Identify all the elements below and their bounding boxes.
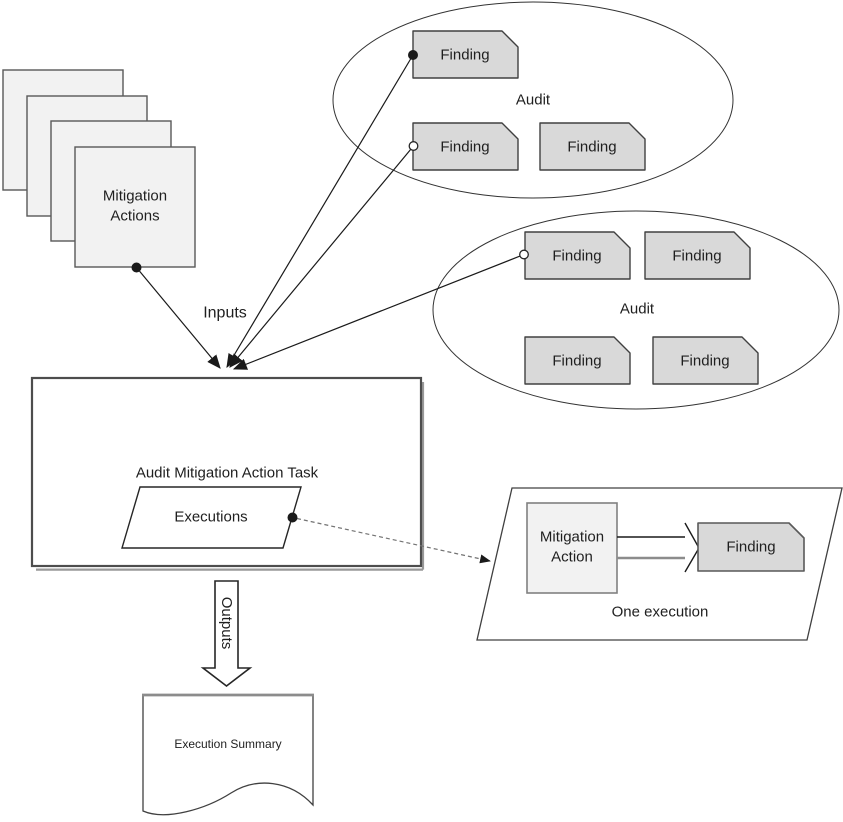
finding-shape-2 — [412, 122, 519, 171]
executions-parallelogram — [121, 486, 302, 549]
connector-executions-to-one-execution — [296, 517, 491, 564]
finding-shape-6 — [524, 336, 631, 385]
connector-stack-to-task — [136, 267, 221, 369]
outputs-arrow — [200, 580, 253, 688]
mitigation-actions-stack — [2, 69, 196, 268]
finding-shape-7 — [652, 336, 759, 385]
finding-shape-8 — [697, 522, 805, 572]
mitigation-action-box — [526, 502, 618, 594]
audit-bottom-ellipse — [432, 210, 840, 410]
finding-shape-3 — [539, 122, 646, 171]
connector-dot-finding1 — [408, 50, 418, 60]
connector-circle-finding4 — [519, 249, 529, 260]
finding-shape-5 — [644, 231, 751, 280]
connector-dot-executions — [287, 512, 298, 523]
connector-circle-finding2 — [408, 141, 419, 151]
connector-finding1-to-task — [226, 54, 414, 369]
finding-shape-1 — [412, 30, 519, 79]
connector-finding2-to-task — [229, 145, 414, 368]
stack-page-front — [74, 146, 196, 268]
audit-top-ellipse — [332, 1, 734, 199]
connector-finding4-to-task — [232, 253, 525, 370]
connector-dot-stack — [131, 262, 142, 273]
execution-summary-document — [142, 694, 314, 816]
finding-shape-4 — [524, 231, 631, 280]
